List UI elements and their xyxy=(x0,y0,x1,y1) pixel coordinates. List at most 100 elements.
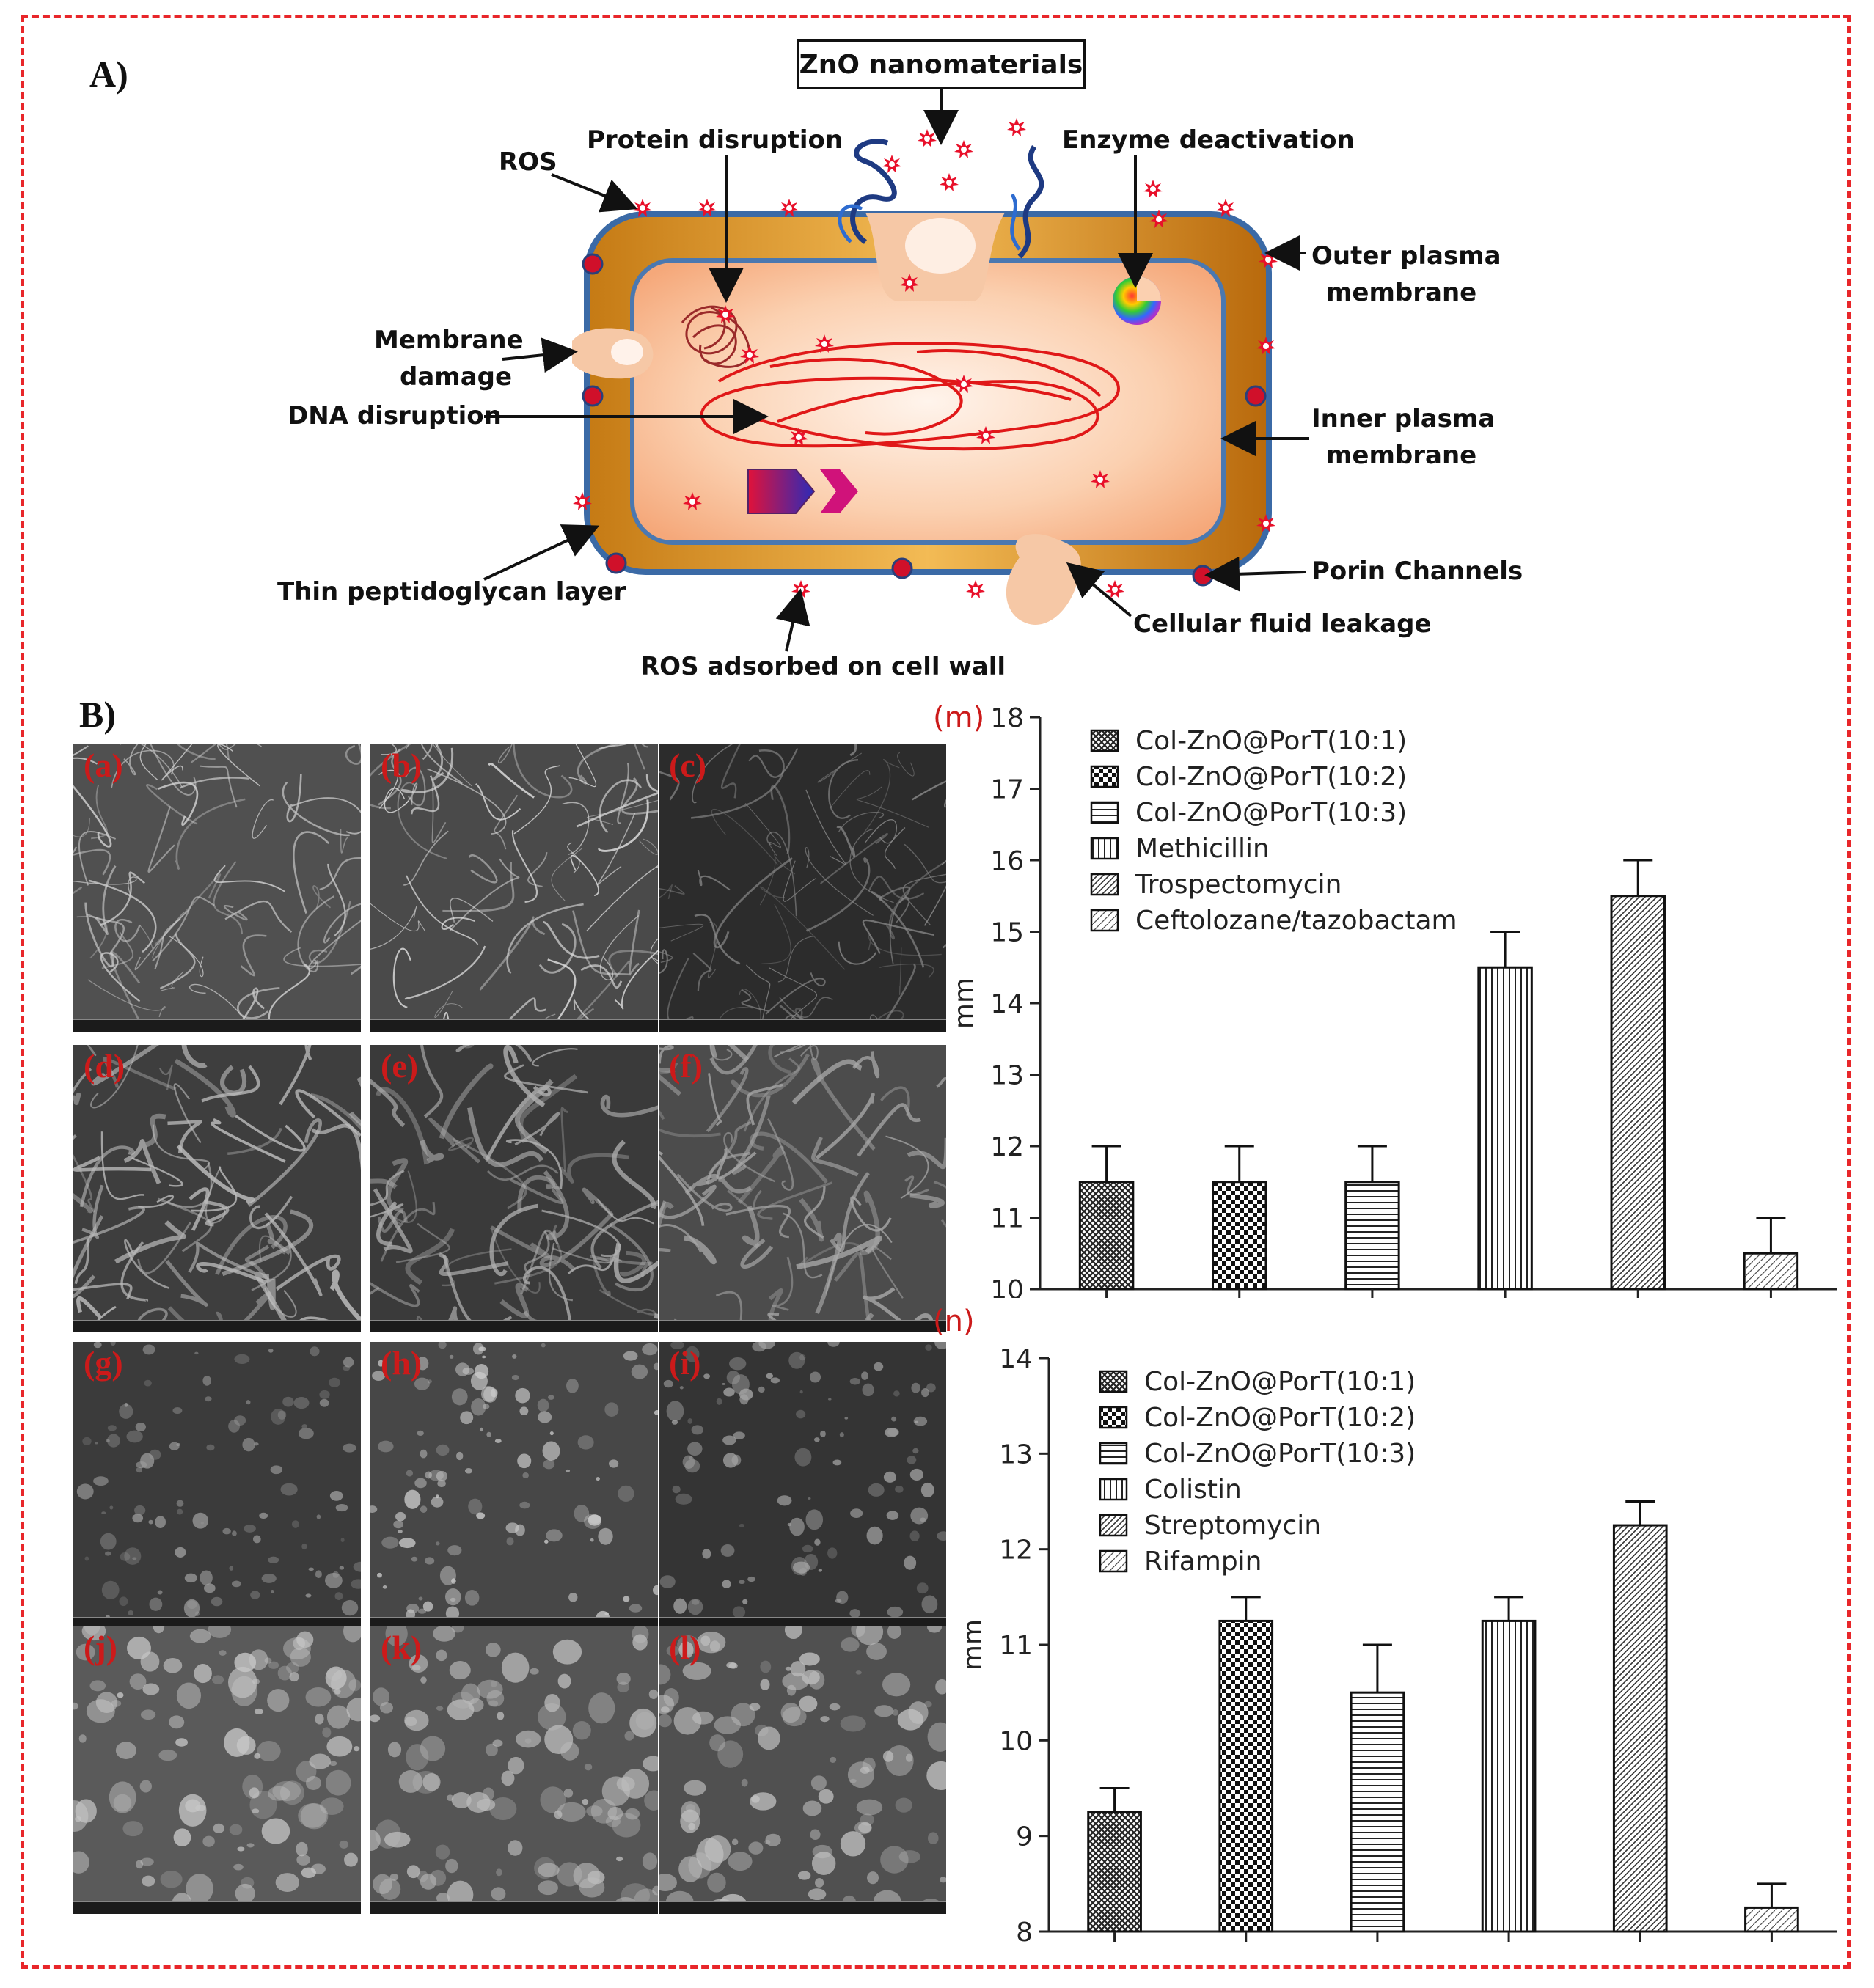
sem-tile: (l) xyxy=(659,1626,946,1914)
sem-texture xyxy=(659,744,946,1032)
zno-title-text: ZnO nanomaterials xyxy=(799,50,1083,80)
sem-info-bar xyxy=(73,1019,361,1032)
legend-swatch xyxy=(1090,873,1119,896)
bar xyxy=(1078,1181,1135,1291)
legend-swatch xyxy=(1099,1514,1128,1537)
legend-swatch xyxy=(1090,729,1119,752)
sem-info-bar xyxy=(370,1901,658,1914)
sem-tile: (i) xyxy=(659,1342,946,1629)
legend-label: Ceftolozane/tazobactam xyxy=(1135,906,1457,936)
zno-title-box xyxy=(797,39,1086,89)
label-enzyme: Enzyme deactivation xyxy=(1062,125,1355,155)
sem-tile-label: (l) xyxy=(669,1629,701,1666)
legend-label: Col-ZnO@PorT(10:2) xyxy=(1144,1403,1416,1433)
panel-b-label: B) xyxy=(79,694,116,735)
label-membrane-2: damage xyxy=(400,362,512,392)
legend-label: Col-ZnO@PorT(10:2) xyxy=(1135,762,1407,792)
sem-texture xyxy=(73,1045,361,1332)
chart-n: 891011121314mmCol-ZnO@PorT(10:1)Col-ZnO@… xyxy=(933,1305,1837,1947)
bar xyxy=(1610,895,1666,1291)
sem-texture xyxy=(73,744,361,1032)
y-tick-label: 10 xyxy=(990,1275,1024,1298)
bar xyxy=(1344,1181,1400,1291)
legend-label: Col-ZnO@PorT(10:3) xyxy=(1144,1439,1416,1469)
sem-tile: (b) xyxy=(370,744,658,1032)
sem-tile: (k) xyxy=(370,1626,658,1914)
legend-swatch xyxy=(1090,909,1119,932)
legend-label: Rifampin xyxy=(1144,1547,1262,1577)
sem-tile-label: (h) xyxy=(381,1344,422,1382)
sem-texture xyxy=(659,1626,946,1914)
dna-loops xyxy=(700,342,1120,451)
sem-info-bar xyxy=(370,1320,658,1332)
sem-tile: (g) xyxy=(73,1342,361,1629)
sem-tile-label: (e) xyxy=(381,1047,419,1085)
bacterial-mechanism-diagram: ZnO nanomaterials ROS Protein disruption… xyxy=(277,39,1523,681)
chart-panel-tag: (n) xyxy=(933,1305,975,1338)
y-tick-label: 8 xyxy=(1016,1918,1033,1947)
legend-label: Trospectomycin xyxy=(1135,870,1342,900)
panel-a-label: A) xyxy=(89,54,128,95)
legend-label: Col-ZnO@PorT(10:1) xyxy=(1135,726,1407,756)
bar xyxy=(1481,1619,1537,1933)
legend-swatch xyxy=(1099,1370,1128,1393)
sem-tile: (e) xyxy=(370,1045,658,1332)
label-outer-1: Outer plasma xyxy=(1311,241,1501,271)
sem-texture xyxy=(76,1342,361,1629)
sem-texture xyxy=(659,1045,946,1332)
sem-tile-label: (b) xyxy=(381,747,422,784)
legend-label: Methicillin xyxy=(1135,834,1270,864)
legend-swatch xyxy=(1090,801,1119,824)
sem-texture xyxy=(370,1626,658,1914)
label-protein: Protein disruption xyxy=(587,125,843,155)
y-tick-label: 16 xyxy=(990,846,1024,876)
label-membrane-1: Membrane xyxy=(374,326,524,355)
label-inner-2: membrane xyxy=(1326,441,1476,470)
y-axis-label: mm xyxy=(958,1619,988,1670)
y-tick-label: 11 xyxy=(999,1631,1033,1661)
chart-m: 101112131415161718mmCol-ZnO@PorT(10:1)Co… xyxy=(933,701,1837,1298)
sem-texture xyxy=(659,1342,946,1629)
label-leakage: Cellular fluid leakage xyxy=(1133,609,1432,639)
sem-tile-label: (a) xyxy=(84,747,123,784)
y-tick-label: 12 xyxy=(999,1536,1033,1566)
sem-texture xyxy=(370,744,658,1032)
y-tick-label: 11 xyxy=(990,1204,1024,1234)
sem-tile: (a) xyxy=(73,744,361,1032)
y-tick-label: 14 xyxy=(990,989,1024,1019)
bar xyxy=(1218,1619,1274,1933)
sem-tile: (f) xyxy=(659,1045,946,1332)
sem-info-bar xyxy=(659,1019,946,1032)
label-ros-wall: ROS adsorbed on cell wall xyxy=(640,652,1006,681)
legend-label: Col-ZnO@PorT(10:3) xyxy=(1135,798,1407,828)
dashed-figure-frame xyxy=(21,15,1851,1969)
bar xyxy=(1743,1252,1799,1291)
legend-swatch xyxy=(1099,1549,1128,1573)
label-inner-1: Inner plasma xyxy=(1311,404,1495,433)
y-tick-label: 13 xyxy=(999,1439,1033,1470)
legend-label: Col-ZnO@PorT(10:1) xyxy=(1144,1367,1416,1397)
bar xyxy=(1744,1906,1799,1933)
legend-swatch xyxy=(1090,837,1119,860)
label-porin: Porin Channels xyxy=(1311,557,1523,586)
sem-tile: (j) xyxy=(73,1626,361,1914)
y-tick-label: 13 xyxy=(990,1061,1024,1091)
label-dna: DNA disruption xyxy=(288,401,502,430)
bar xyxy=(1477,966,1533,1291)
y-tick-label: 15 xyxy=(990,918,1024,948)
direction-arrow xyxy=(747,469,816,514)
sem-info-bar xyxy=(73,1320,361,1332)
y-tick-label: 12 xyxy=(990,1132,1024,1162)
y-tick-label: 9 xyxy=(1016,1822,1033,1852)
chart-panel-tag: (m) xyxy=(933,701,984,735)
y-tick-label: 17 xyxy=(990,775,1024,805)
y-axis-label: mm xyxy=(949,978,979,1029)
sem-info-bar xyxy=(659,1320,946,1332)
sem-info-bar xyxy=(73,1901,361,1914)
sem-tile: (d) xyxy=(73,1045,361,1332)
y-tick-label: 10 xyxy=(999,1726,1033,1756)
sem-texture xyxy=(370,1342,658,1629)
sem-info-bar xyxy=(370,1019,658,1032)
label-outer-2: membrane xyxy=(1326,278,1476,307)
bar xyxy=(1087,1811,1142,1933)
